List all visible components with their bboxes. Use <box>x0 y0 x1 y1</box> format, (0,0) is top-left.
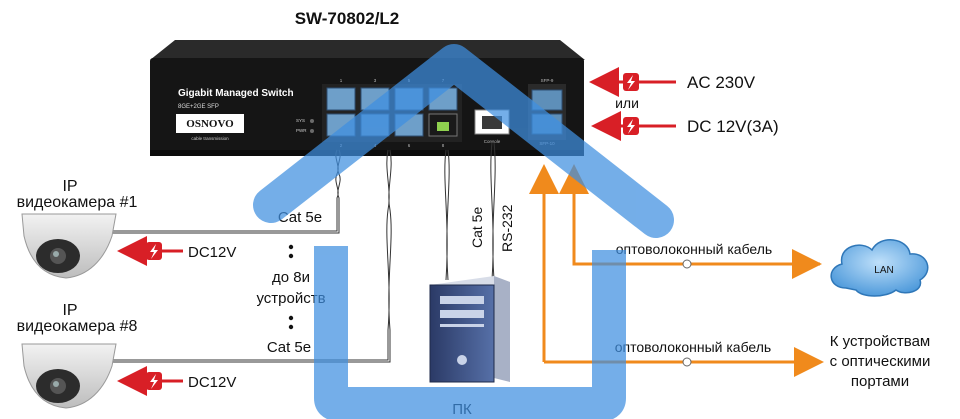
fiber-cables <box>529 164 824 377</box>
camera8-label-line1: IP <box>62 302 77 319</box>
cable-pc-rs232-pair <box>492 141 496 281</box>
ellipsis-dot <box>288 244 294 250</box>
brand-name: OSNOVO <box>186 118 234 130</box>
sfp9-label: SFP-9 <box>541 78 554 83</box>
optical-label-line2: с оптическими <box>830 353 931 370</box>
console-socket <box>482 116 502 129</box>
brand-logo <box>176 114 244 133</box>
sfp-port <box>531 89 563 111</box>
switch-name: Gigabit Managed Switch <box>178 88 294 99</box>
optical-label-line3: портами <box>851 373 909 390</box>
cable-pc-lan-pair <box>446 149 450 281</box>
pwr-led <box>310 129 314 133</box>
sys-led-label: SYS <box>296 118 305 123</box>
lan-cloud-icon <box>830 239 929 297</box>
camera1-label-line2: видеокамера #1 <box>17 194 138 211</box>
ac-power-label: AC 230V <box>687 73 756 92</box>
dome-camera-icon <box>21 343 117 409</box>
ellipsis-dot <box>288 253 294 259</box>
device-title: SW-70802/L2 <box>295 9 400 28</box>
lan-label: LAN <box>874 265 893 276</box>
port-link-led <box>437 122 449 131</box>
pwr-led-label: PWR <box>296 128 307 133</box>
dome-camera-icon <box>21 213 117 279</box>
devices-label-line2: устройств <box>256 290 325 307</box>
ellipsis-dot <box>288 324 294 330</box>
brand-subtitle: cable transmission <box>191 136 229 141</box>
camera1-power-label: DC12V <box>188 244 236 261</box>
camera1-label-line1: IP <box>62 178 77 195</box>
port-label: 6 <box>408 143 411 148</box>
pc-cable-label: Cat 5e <box>469 207 485 248</box>
sys-led <box>310 119 314 123</box>
lightning-icon <box>623 117 639 135</box>
camera8-cable-label: Cat 5e <box>267 339 311 356</box>
switch-ports: 8GE+2GE SFP <box>178 104 219 110</box>
lightning-icon <box>146 372 162 390</box>
lightning-icon <box>623 73 639 91</box>
dc-power-label: DC 12V(3A) <box>687 117 779 136</box>
lightning-icon <box>146 242 162 260</box>
fiber-label-optical: оптоволоконный кабель <box>615 339 771 355</box>
pc-rs232-label: RS-232 <box>499 204 515 252</box>
pc-tower-icon <box>429 276 510 383</box>
house-watermark-icon <box>253 44 674 419</box>
console-label: Console <box>484 139 501 144</box>
rj45-port <box>326 87 356 111</box>
fiber-label-lan: оптоволоконный кабель <box>616 241 772 257</box>
power-or-label: или <box>615 95 639 111</box>
fiber-connector-icon <box>682 357 692 367</box>
optical-label-line1: К устройствам <box>830 333 931 350</box>
port-label: 1 <box>340 78 343 83</box>
cable-camera8-pair <box>108 149 392 363</box>
port-label: 3 <box>374 78 377 83</box>
power-inputs: AC 230V или DC 12V(3A) <box>589 67 779 141</box>
ellipsis-dot <box>288 315 294 321</box>
port-label: 8 <box>442 143 445 148</box>
fiber-connector-icon <box>682 259 692 269</box>
camera8-power-label: DC12V <box>188 374 236 391</box>
camera8-label-line2: видеокамера #8 <box>17 318 138 335</box>
devices-label-line1: до 8и <box>272 269 310 286</box>
